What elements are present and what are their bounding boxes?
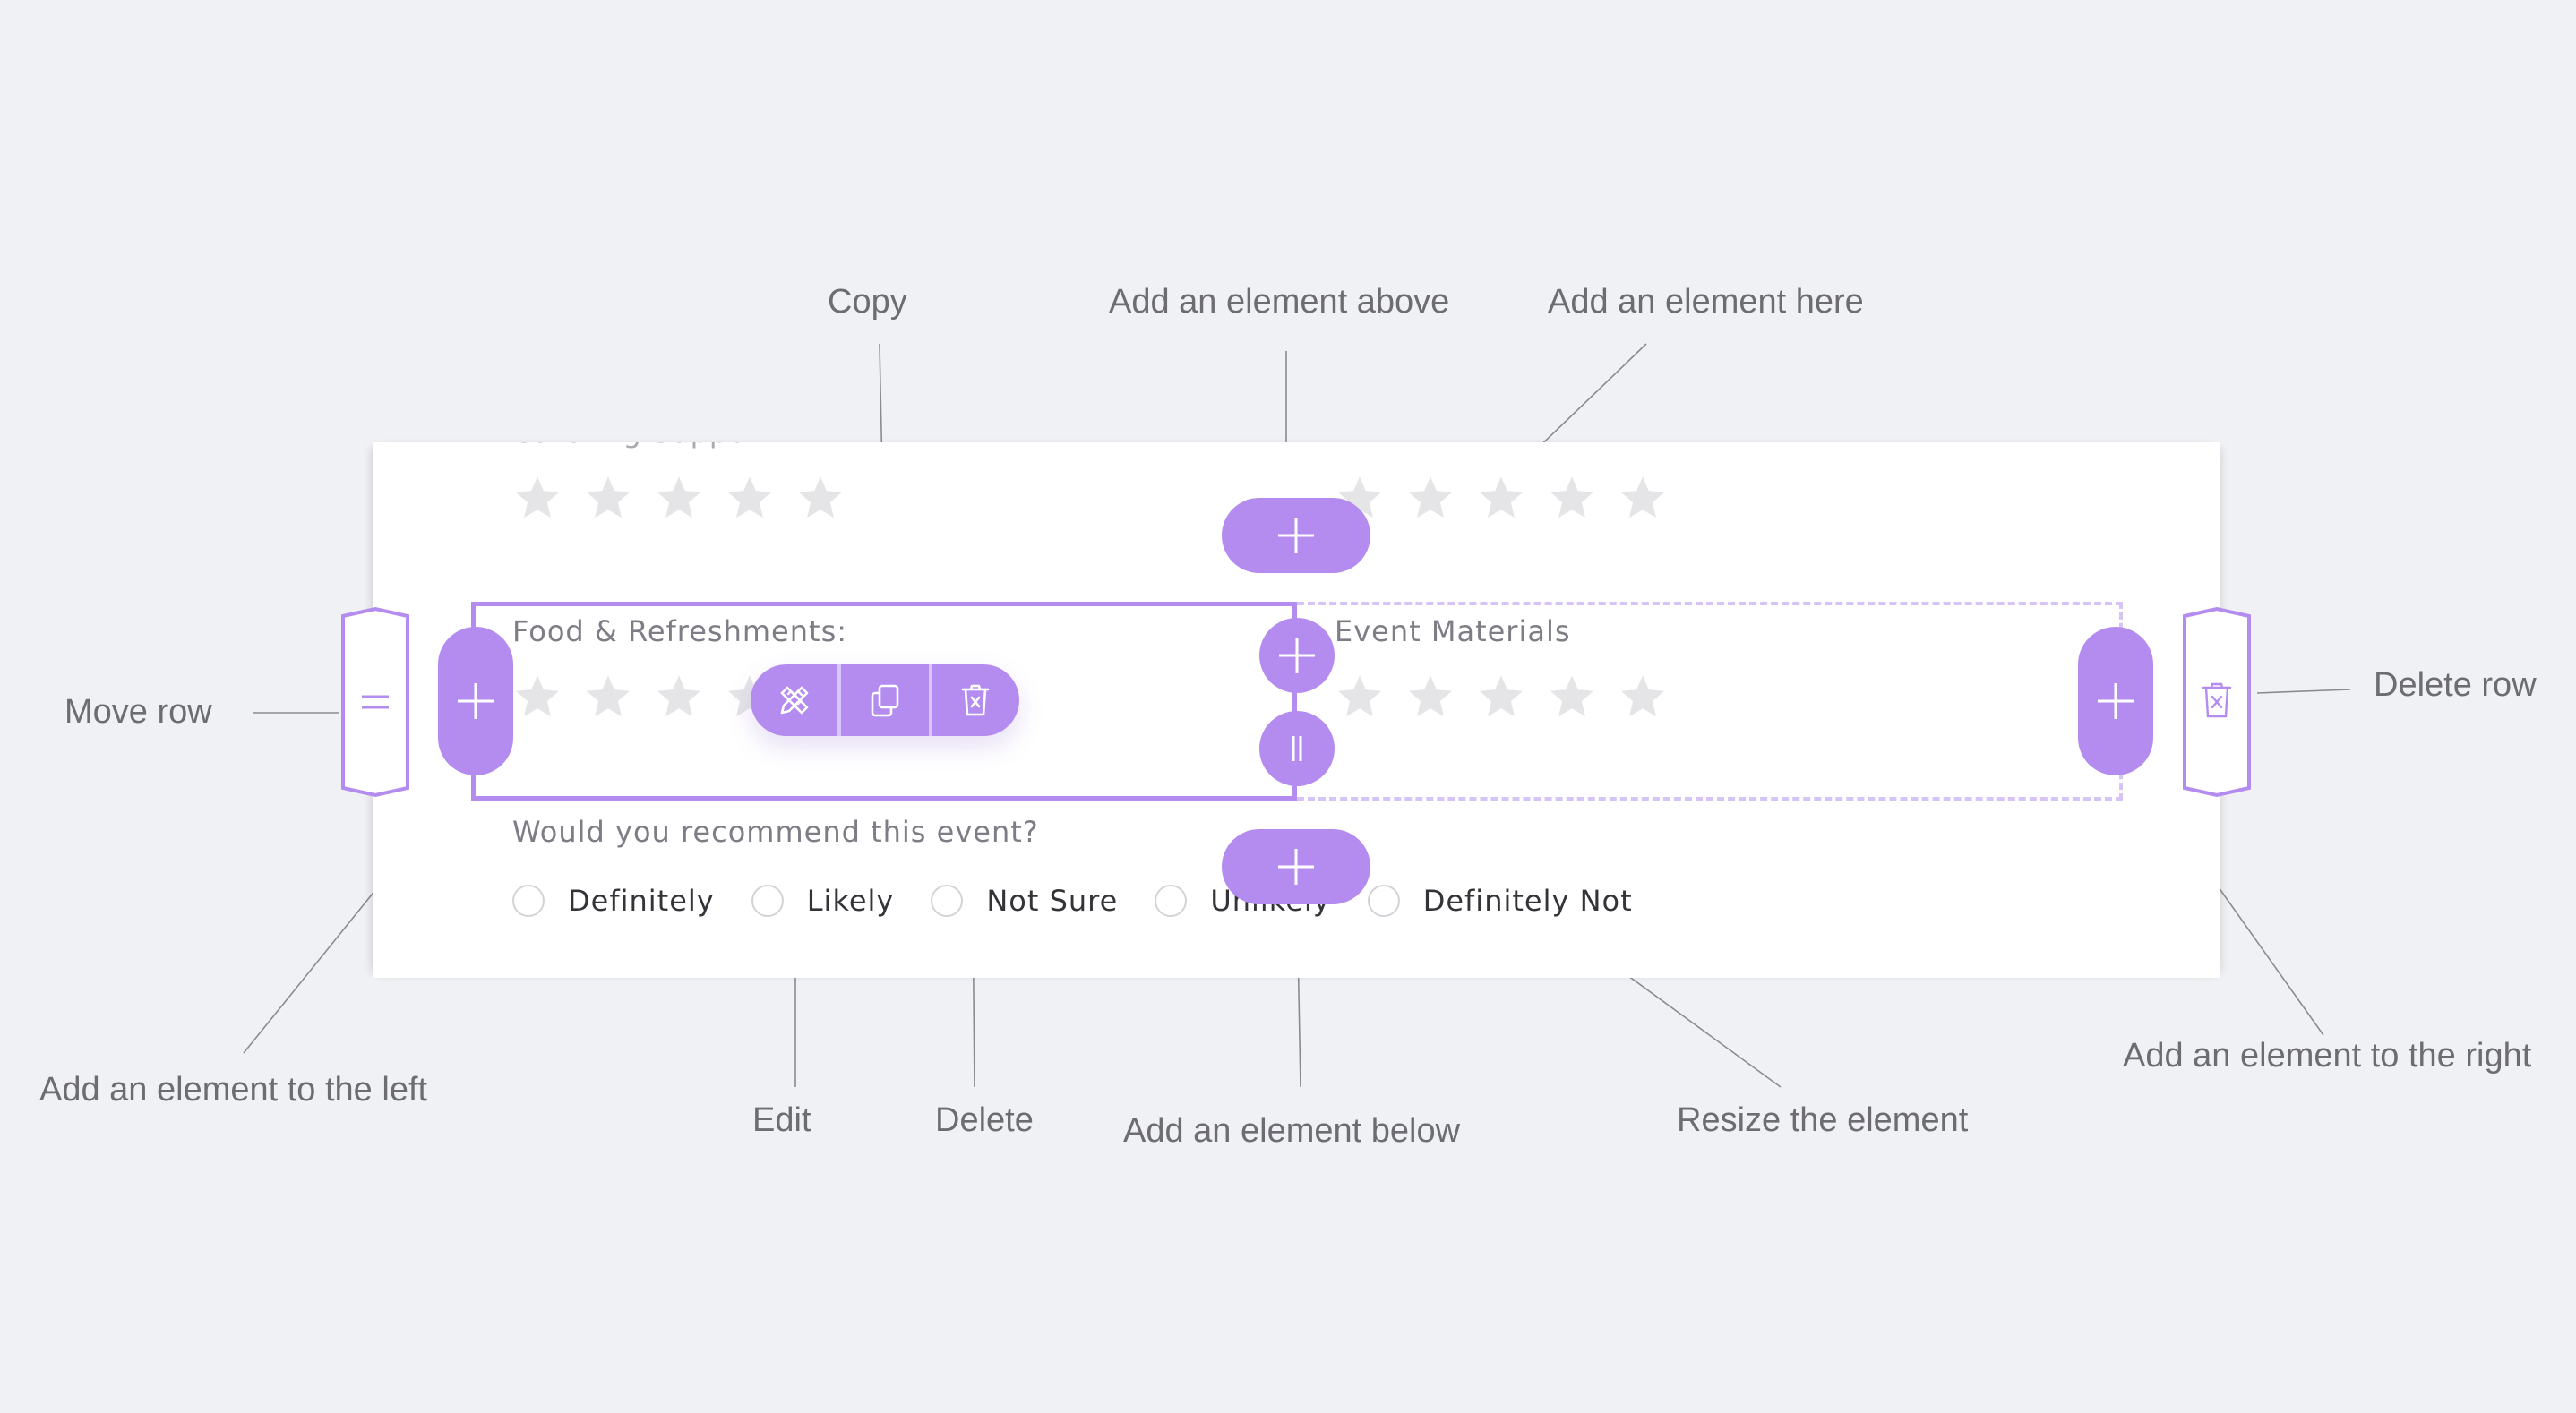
rating-stars-materials[interactable] xyxy=(1335,672,1668,722)
plus-icon xyxy=(1278,849,1314,885)
annotation-copy: Copy xyxy=(828,283,907,321)
radio-button[interactable] xyxy=(931,885,964,917)
annotation-delete-row: Delete row xyxy=(2374,666,2537,704)
add-element-right-button[interactable] xyxy=(2078,627,2153,775)
plus-icon xyxy=(1278,518,1314,553)
star-icon[interactable] xyxy=(583,672,633,722)
trash-icon xyxy=(2183,607,2251,797)
star-icon[interactable] xyxy=(1335,672,1385,722)
star-icon[interactable] xyxy=(654,473,704,523)
radio-button[interactable] xyxy=(1155,885,1188,917)
trash-icon xyxy=(962,684,990,716)
drop-zone-frame[interactable] xyxy=(1297,602,2123,801)
star-icon[interactable] xyxy=(795,473,846,523)
star-icon[interactable] xyxy=(1405,473,1455,523)
annotation-add-above: Add an element above xyxy=(1109,283,1450,321)
radio-option-definitely[interactable]: Definitely xyxy=(512,884,715,918)
radio-option-likely[interactable]: Likely xyxy=(751,884,895,918)
pencil-ruler-icon xyxy=(780,686,808,715)
star-icon[interactable] xyxy=(512,473,562,523)
star-icon[interactable] xyxy=(1547,473,1597,523)
resize-handle-icon xyxy=(1292,736,1302,761)
rating-stars-top-right[interactable] xyxy=(1335,473,1668,523)
annotation-add-here: Add an element here xyxy=(1548,283,1864,321)
annotation-edit: Edit xyxy=(752,1101,811,1139)
star-icon[interactable] xyxy=(1405,672,1455,722)
radio-label: Not Sure xyxy=(986,884,1119,918)
radio-label: Likely xyxy=(806,884,895,918)
delete-button[interactable] xyxy=(932,664,1019,736)
recommend-options: Definitely Likely Not Sure Unlikely Defi… xyxy=(512,884,1670,918)
plus-icon xyxy=(2098,683,2134,719)
annotation-add-below: Add an element below xyxy=(1123,1112,1461,1150)
plus-icon xyxy=(458,683,494,719)
edit-button[interactable] xyxy=(751,664,842,736)
radio-label: Definitely Not xyxy=(1422,884,1633,918)
star-icon[interactable] xyxy=(512,672,562,722)
radio-label: Definitely xyxy=(568,884,715,918)
star-icon[interactable] xyxy=(1547,672,1597,722)
star-icon[interactable] xyxy=(1476,473,1526,523)
star-icon[interactable] xyxy=(654,672,704,722)
element-toolbar xyxy=(751,664,1019,736)
radio-option-not-sure[interactable]: Not Sure xyxy=(931,884,1118,918)
annotation-delete: Delete xyxy=(935,1101,1034,1139)
drag-handle-icon xyxy=(341,607,409,797)
annotation-add-right: Add an element to the right xyxy=(2123,1037,2532,1075)
copy-icon xyxy=(871,684,899,717)
add-element-left-button[interactable] xyxy=(438,627,513,775)
annotation-resize: Resize the element xyxy=(1677,1101,1969,1139)
plus-icon xyxy=(1279,638,1315,673)
annotation-add-left: Add an element to the left xyxy=(39,1071,428,1109)
star-icon[interactable] xyxy=(583,473,633,523)
add-element-above-button[interactable] xyxy=(1222,498,1370,573)
cut-off-question-label: Catering Support xyxy=(512,415,772,450)
radio-option-definitely-not[interactable]: Definitely Not xyxy=(1367,884,1633,918)
star-icon[interactable] xyxy=(725,473,775,523)
resize-element-handle[interactable] xyxy=(1259,711,1335,786)
food-question-label: Food & Refreshments: xyxy=(512,614,848,648)
star-icon[interactable] xyxy=(1618,473,1668,523)
annotation-move-row: Move row xyxy=(64,693,212,731)
radio-button[interactable] xyxy=(751,885,784,917)
star-icon[interactable] xyxy=(1618,672,1668,722)
star-icon[interactable] xyxy=(1476,672,1526,722)
recommend-question-label: Would you recommend this event? xyxy=(512,815,1039,849)
radio-button[interactable] xyxy=(512,885,545,917)
add-element-here-button[interactable] xyxy=(1259,618,1335,693)
materials-question-label: Event Materials xyxy=(1335,614,1571,648)
rating-stars-top-left[interactable] xyxy=(512,473,846,523)
move-row-handle[interactable] xyxy=(340,607,410,797)
radio-button[interactable] xyxy=(1367,885,1400,917)
copy-button[interactable] xyxy=(841,664,932,736)
add-element-below-button[interactable] xyxy=(1222,829,1370,904)
delete-row-handle[interactable] xyxy=(2182,607,2252,797)
